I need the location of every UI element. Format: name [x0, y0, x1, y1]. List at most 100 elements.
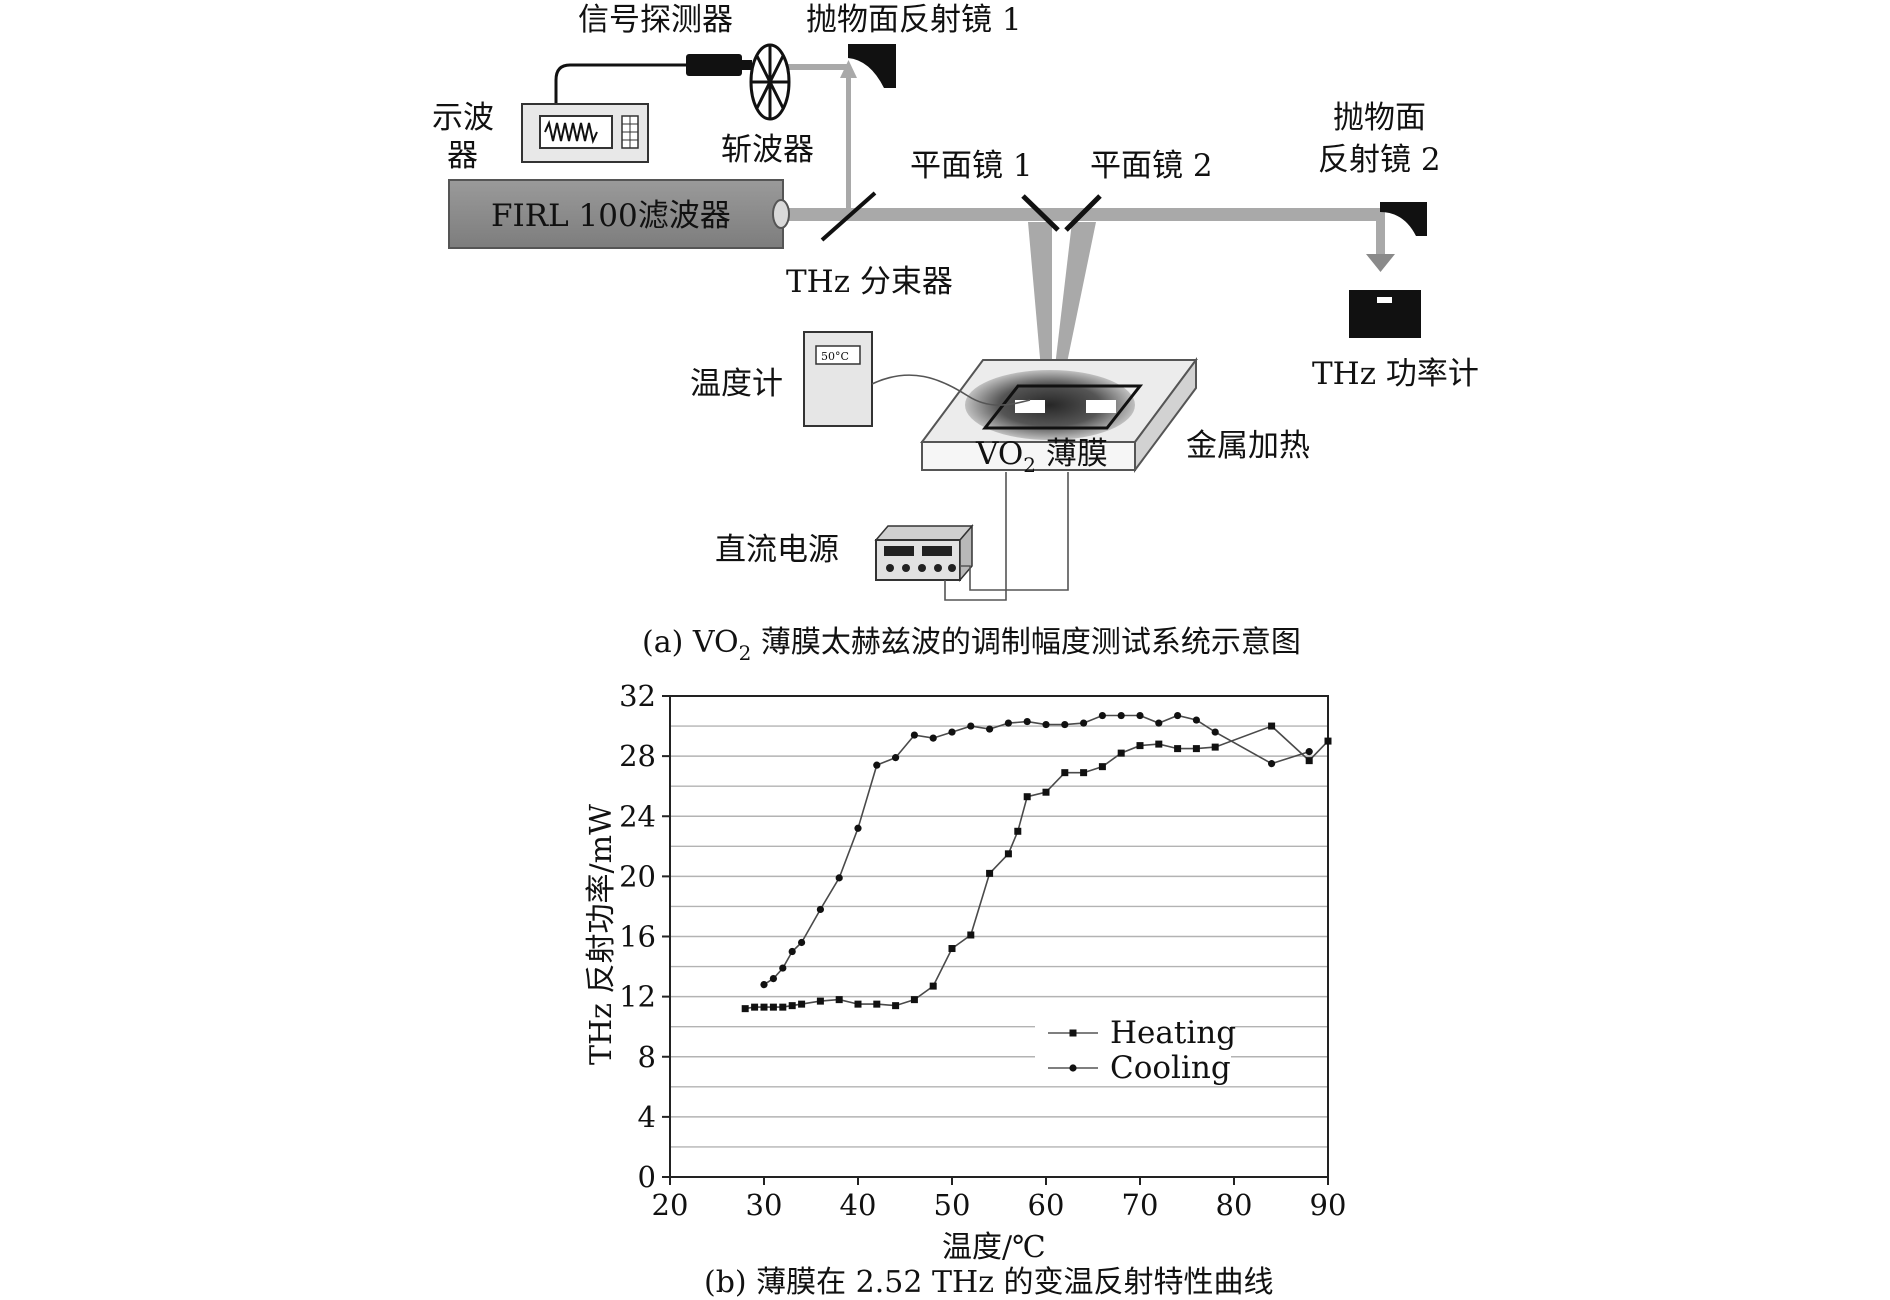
data-point-heating [835, 996, 843, 1004]
v-beam-left [1028, 222, 1052, 392]
x-tick-label: 90 [1310, 1188, 1347, 1222]
data-point-heating [1174, 745, 1182, 753]
legend-heating-label: Heating [1110, 1015, 1236, 1051]
chart-legend: Heating Cooling [1035, 1006, 1236, 1086]
legend-box [1035, 1006, 1231, 1086]
data-point-heating [769, 1003, 777, 1011]
data-point-cooling [1268, 760, 1276, 768]
meter-beam-arrow [1366, 254, 1395, 272]
oscilloscope-label-line1: 示波 [432, 100, 494, 136]
legend-cooling-label: Cooling [1110, 1050, 1231, 1086]
y-tick-label: 32 [619, 679, 656, 713]
data-point-cooling [986, 725, 994, 733]
chart-gridlines [670, 725, 1328, 1148]
data-point-cooling [873, 761, 881, 769]
data-point-heating [1136, 742, 1144, 750]
data-point-heating [873, 1000, 881, 1008]
x-tick-label: 50 [934, 1188, 971, 1222]
data-point-cooling [779, 964, 787, 972]
caption-a: (a) VO2 薄膜太赫兹波的调制幅度测试系统示意图 [642, 625, 1301, 665]
data-point-cooling [760, 981, 768, 989]
flat-mirror-1 [1021, 194, 1060, 232]
data-point-heating [816, 997, 824, 1005]
y-tick-label: 20 [619, 859, 656, 893]
legend-heating-marker [1069, 1029, 1077, 1037]
legend-cooling-marker [1069, 1064, 1077, 1072]
vo2-film-label: VO2 薄膜 [975, 436, 1108, 477]
signal-detector-tip [742, 60, 752, 70]
data-point-heating [798, 1000, 806, 1008]
data-point-cooling [892, 754, 900, 762]
dc-power-wire-2 [960, 472, 1069, 591]
parabolic-mirror-2-label-line2: 反射镜 2 [1318, 142, 1441, 178]
thermometer-label: 温度计 [690, 366, 783, 402]
data-point-cooling [967, 722, 975, 730]
data-point-cooling [1004, 719, 1013, 727]
flat-mirror-2 [1064, 194, 1102, 232]
setup-schematic: FIRL 100滤波器 THz 分束器 平面镜 1 平面镜 2 抛物面反射镜 1… [432, 2, 1479, 665]
splitter-vertical-beam [846, 72, 851, 208]
data-point-cooling [1061, 720, 1069, 729]
data-point-cooling [1080, 719, 1088, 727]
data-point-cooling [948, 728, 956, 736]
data-point-heating [751, 1003, 759, 1011]
flat-mirror-1-label: 平面镜 1 [910, 148, 1033, 184]
signal-detector-label: 信号探测器 [578, 2, 733, 38]
parabolic-mirror-2-label-line1: 抛物面 [1333, 100, 1426, 136]
data-point-heating [1192, 745, 1200, 753]
detector-cable [554, 63, 686, 104]
series-cooling [760, 711, 1313, 989]
y-tick-label: 28 [619, 739, 656, 773]
y-axis-label: THz 反射功率/mW [584, 804, 619, 1065]
data-point-cooling [929, 734, 937, 742]
y-tick-label: 24 [619, 799, 656, 833]
thermometer: 50°C [803, 331, 873, 427]
data-point-heating [1305, 757, 1313, 765]
beam-splitter-label: THz 分束器 [786, 264, 953, 300]
series-heating [741, 722, 1332, 1013]
oscilloscope-label-line2: 器 [447, 138, 478, 174]
data-point-heating [986, 869, 994, 877]
flat-mirror-2-label: 平面镜 2 [1090, 148, 1213, 184]
parabolic-mirror-1 [848, 44, 896, 88]
detector-beam [745, 64, 850, 70]
data-point-heating [1061, 769, 1069, 777]
x-tick-label: 20 [652, 1188, 689, 1222]
data-point-cooling [769, 974, 778, 983]
y-tick-label: 8 [638, 1040, 656, 1074]
data-point-cooling [1098, 711, 1106, 720]
data-point-heating [1004, 850, 1012, 858]
data-point-heating [854, 1000, 862, 1008]
firl-filter-label: FIRL 100滤波器 [491, 198, 731, 234]
v-beam-right [1052, 222, 1096, 392]
data-point-heating [1155, 740, 1163, 748]
data-point-cooling [1023, 717, 1031, 726]
dc-power-supply [874, 523, 974, 583]
parabolic-mirror-1-label: 抛物面反射镜 1 [806, 2, 1022, 38]
thermometer-display-text: 50°C [821, 350, 849, 363]
data-point-heating [910, 996, 918, 1004]
y-tick-label: 16 [619, 920, 656, 954]
x-tick-label: 70 [1122, 1188, 1159, 1222]
data-point-heating [1023, 793, 1031, 801]
chart-series [741, 711, 1332, 1013]
signal-detector [686, 54, 742, 76]
data-point-heating [760, 1003, 768, 1011]
data-point-heating [892, 1002, 900, 1010]
power-meter-label: THz 功率计 [1312, 356, 1479, 392]
data-point-heating [948, 945, 956, 953]
caption-b: (b) 薄膜在 2.52 THz 的变温反射特性曲线 [704, 1265, 1274, 1300]
y-tick-label: 4 [638, 1100, 656, 1134]
data-point-heating [1324, 737, 1332, 745]
data-point-cooling [1136, 711, 1144, 720]
data-point-cooling [798, 938, 806, 947]
y-tick-label: 12 [619, 980, 656, 1014]
x-tick-label: 40 [840, 1188, 877, 1222]
y-tick-label: 0 [638, 1160, 656, 1194]
data-point-cooling [835, 874, 843, 882]
oscilloscope [521, 103, 649, 163]
data-point-cooling [854, 824, 862, 832]
data-point-cooling [1117, 711, 1125, 720]
